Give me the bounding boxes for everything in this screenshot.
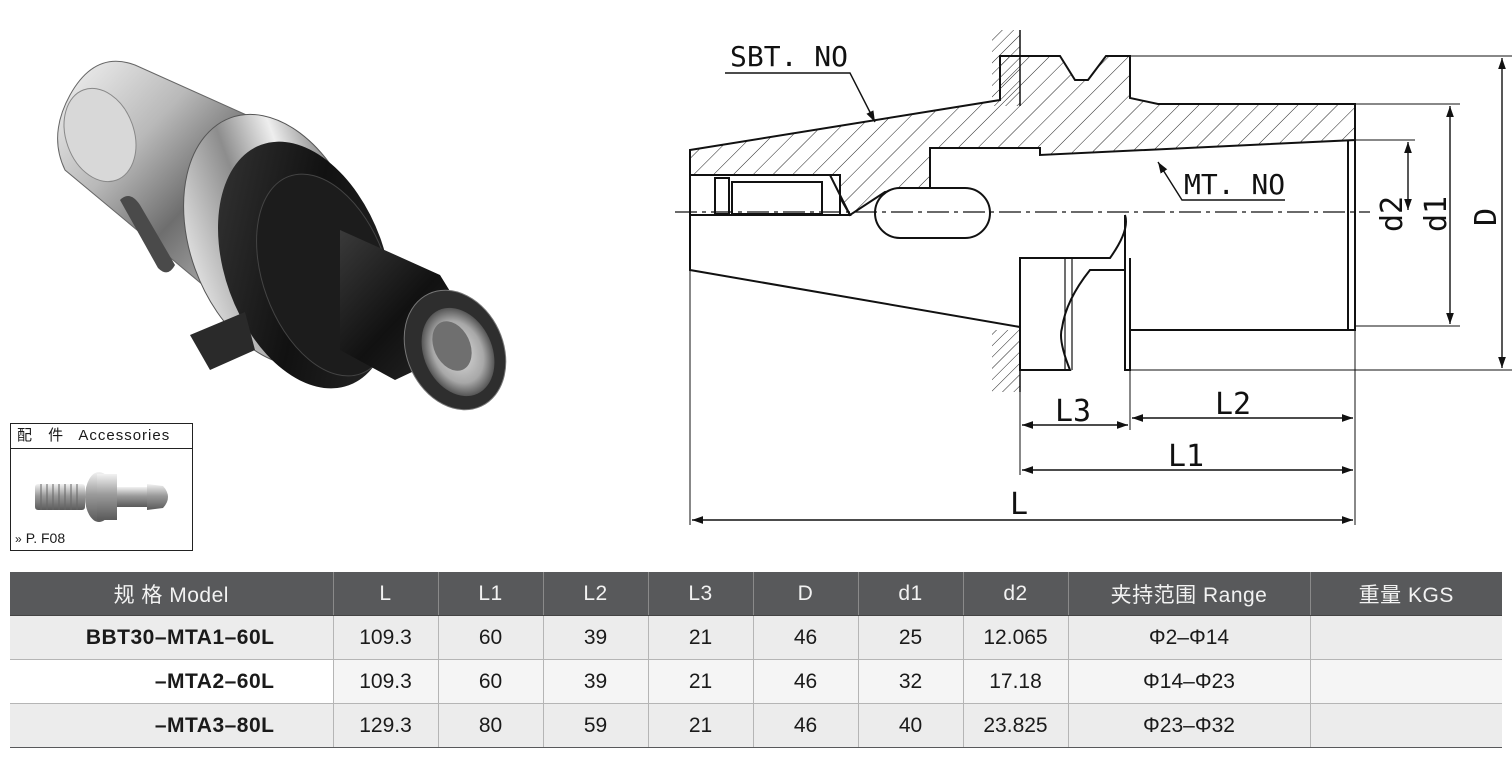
label-d1: d1 — [1419, 196, 1454, 232]
cell-d2: 17.18 — [963, 659, 1069, 704]
cell-d1: 40 — [858, 703, 964, 748]
leader-sbt — [725, 72, 876, 123]
ref-text: P. F08 — [25, 530, 66, 546]
cell-range: Φ2–Φ14 — [1068, 615, 1311, 660]
cell-L2: 39 — [543, 659, 649, 704]
label-mt-no: MT. NO — [1184, 168, 1285, 201]
cell-L2: 39 — [543, 615, 649, 660]
cell-L: 129.3 — [333, 703, 439, 748]
cell-D: 46 — [753, 659, 859, 704]
cell-d1: 25 — [858, 615, 964, 660]
cell-weight — [1310, 615, 1502, 660]
cell-L: 109.3 — [333, 615, 439, 660]
label-L3: L3 — [1055, 394, 1091, 429]
product-photo — [57, 60, 507, 411]
cell-range: Φ14–Φ23 — [1068, 659, 1311, 704]
accessories-title: 配 件 Accessories — [11, 424, 192, 449]
accessories-title-en: Accessories — [78, 427, 171, 444]
header-L2: L2 — [543, 572, 649, 616]
header-model: 规 格 Model — [10, 572, 334, 616]
cell-L1: 80 — [438, 703, 544, 748]
ref-marker: » — [15, 532, 22, 546]
label-L1: L1 — [1168, 439, 1204, 474]
cell-model: –MTA2–60L — [10, 659, 334, 704]
cell-L1: 60 — [438, 659, 544, 704]
cell-D: 46 — [753, 703, 859, 748]
cell-L3: 21 — [648, 615, 754, 660]
header-weight: 重量 KGS — [1310, 572, 1502, 616]
accessories-title-cn: 配 件 — [17, 427, 70, 444]
spec-table: 规 格 Model L L1 L2 L3 D d1 d2 夹持范围 Range … — [10, 572, 1502, 748]
technical-drawing: SBT. NO MT. NO L3 L2 L1 L d2 d1 D — [675, 30, 1512, 525]
label-L2: L2 — [1215, 387, 1251, 422]
accessories-page-ref: »P. F08 — [15, 530, 65, 546]
leader-mt — [1157, 161, 1285, 201]
label-D: D — [1469, 208, 1504, 226]
cell-L3: 21 — [648, 659, 754, 704]
header-L: L — [333, 572, 439, 616]
cell-L: 109.3 — [333, 659, 439, 704]
cell-D: 46 — [753, 615, 859, 660]
cell-range: Φ23–Φ32 — [1068, 703, 1311, 748]
header-L1: L1 — [438, 572, 544, 616]
cell-weight — [1310, 703, 1502, 748]
label-sbt-no: SBT. NO — [730, 40, 848, 73]
label-d2: d2 — [1375, 196, 1410, 232]
cell-model: –MTA3–80L — [10, 703, 334, 748]
cell-d2: 12.065 — [963, 615, 1069, 660]
header-L3: L3 — [648, 572, 754, 616]
cell-L2: 59 — [543, 703, 649, 748]
table-row: –MTA2–60L 109.3 60 39 21 46 32 17.18 Φ14… — [10, 659, 1502, 704]
accessories-box: 配 件 Accessories »P. F08 — [10, 423, 193, 551]
wall-hatch-top — [992, 30, 1020, 106]
cell-model: BBT30–MTA1–60L — [10, 615, 334, 660]
cell-L1: 60 — [438, 615, 544, 660]
cell-L3: 21 — [648, 703, 754, 748]
cell-d2: 23.825 — [963, 703, 1069, 748]
header-D: D — [753, 572, 859, 616]
label-L: L — [1010, 487, 1028, 522]
header-d2: d2 — [963, 572, 1069, 616]
header-d1: d1 — [858, 572, 964, 616]
table-header-row: 规 格 Model L L1 L2 L3 D d1 d2 夹持范围 Range … — [10, 572, 1502, 616]
cell-weight — [1310, 659, 1502, 704]
table-row: BBT30–MTA1–60L 109.3 60 39 21 46 25 12.0… — [10, 615, 1502, 660]
table-row: –MTA3–80L 129.3 80 59 21 46 40 23.825 Φ2… — [10, 703, 1502, 748]
cell-d1: 32 — [858, 659, 964, 704]
header-range: 夹持范围 Range — [1068, 572, 1311, 616]
pull-stud-image — [35, 472, 168, 522]
wall-hatch-bottom — [992, 330, 1020, 392]
